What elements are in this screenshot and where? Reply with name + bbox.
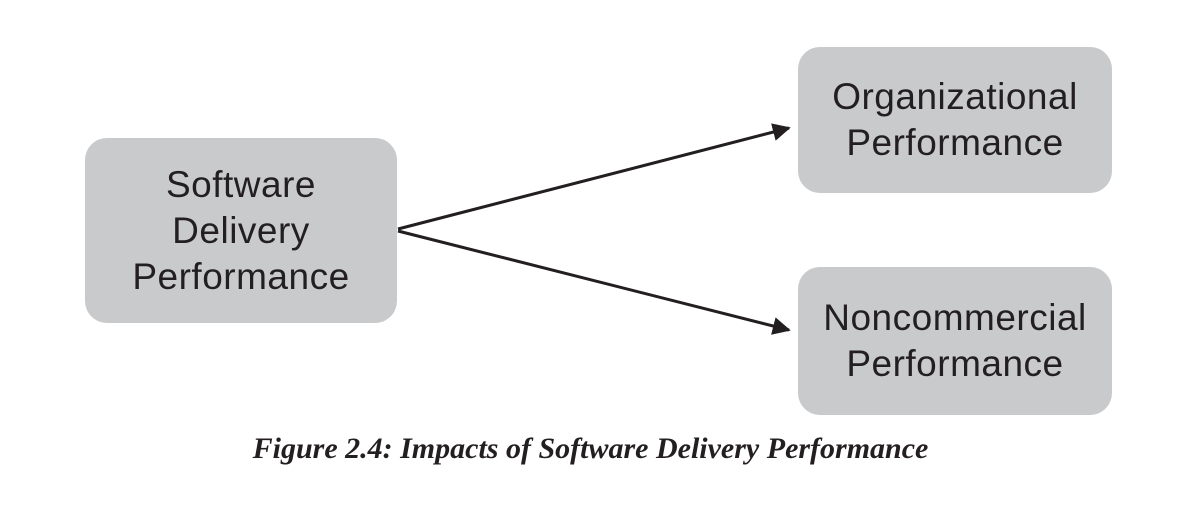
node-label-noncommercial-performance: Noncommercial Performance — [823, 295, 1087, 387]
node-label-line: Performance — [846, 343, 1064, 384]
node-noncommercial-performance: Noncommercial Performance — [798, 267, 1112, 415]
node-label-line: Software — [165, 163, 316, 205]
node-label-line: Performance — [846, 122, 1064, 163]
node-label-organizational-performance: Organizational Performance — [832, 74, 1078, 166]
node-label-line: Performance — [132, 255, 350, 297]
arrow-to-noncommercial-performance-icon — [397, 229, 791, 335]
figure-caption: Figure 2.4: Impacts of Software Delivery… — [252, 432, 929, 465]
arrow-to-organizational-performance-icon — [397, 123, 791, 231]
node-label-line: Delivery — [172, 209, 310, 251]
node-software-delivery-performance: Software Delivery Performance — [85, 138, 397, 323]
node-label-software-delivery-performance: Software Delivery Performance — [132, 162, 349, 300]
node-label-line: Organizational — [832, 76, 1078, 117]
node-label-line: Noncommercial — [823, 297, 1087, 338]
node-organizational-performance: Organizational Performance — [798, 47, 1112, 193]
